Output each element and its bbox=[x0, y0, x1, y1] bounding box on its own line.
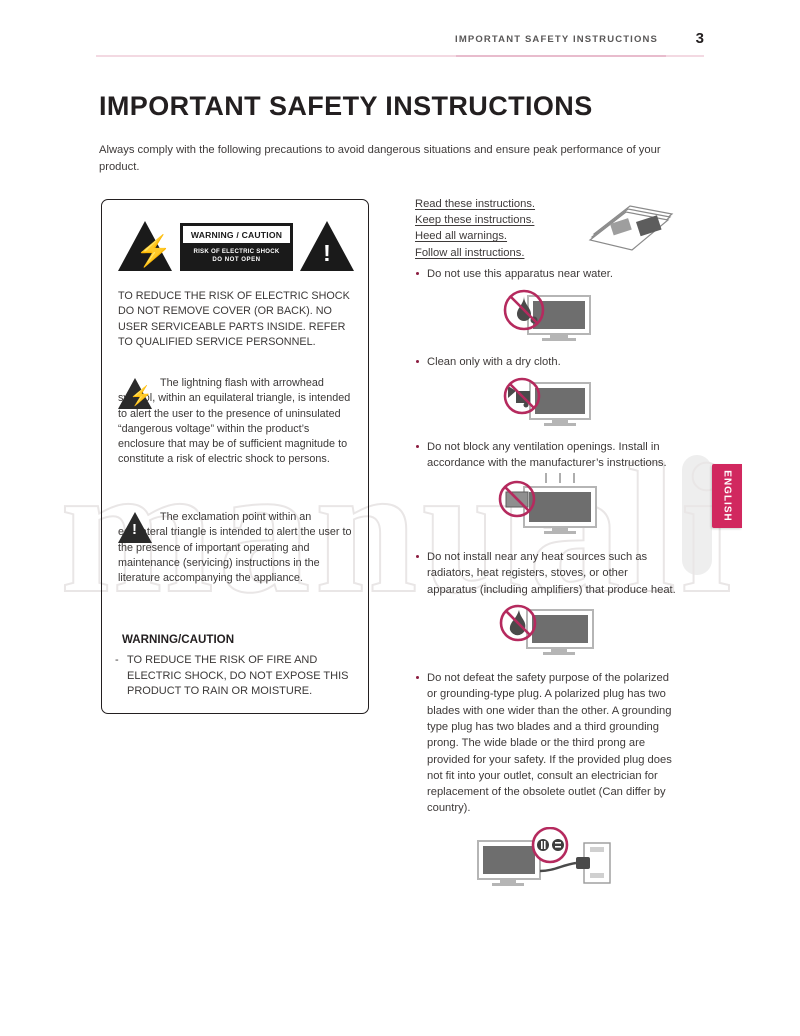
warning-caption-line2: DO NOT OPEN bbox=[212, 256, 261, 263]
no-water-tv-icon bbox=[503, 289, 591, 342]
warning-box: ⚡ WARNING / CAUTION RISK OF ELECTRIC SHO… bbox=[101, 199, 369, 714]
page-intro: Always comply with the following precaut… bbox=[99, 144, 661, 173]
mini-lightning-triangle-icon bbox=[118, 378, 152, 409]
warning-caption-line1: RISK OF ELECTRIC SHOCK bbox=[193, 248, 280, 255]
mini-lightning-bolt-icon: ⚡ bbox=[129, 386, 153, 407]
lightning-triangle-icon bbox=[118, 221, 172, 271]
bullet-no-water: Do not use this apparatus near water. bbox=[415, 266, 677, 282]
no-spray-tv-icon bbox=[503, 377, 591, 426]
language-tab-english[interactable]: ENGLISH bbox=[712, 464, 742, 528]
exclamation-explanation-text: The exclamation point within an equilate… bbox=[118, 511, 352, 585]
tab-shadow-decoration bbox=[682, 455, 712, 575]
figure-no-water bbox=[415, 282, 677, 344]
bullet-ventilation: Do not block any ventilation openings. I… bbox=[415, 439, 677, 472]
warning-caption-title: WARNING / CAUTION bbox=[183, 226, 290, 243]
list-item: Read these instructions. bbox=[415, 198, 536, 210]
warning-caption-box: WARNING / CAUTION RISK OF ELECTRIC SHOCK… bbox=[180, 223, 293, 271]
figure-no-block-vent bbox=[415, 471, 677, 537]
bullet-heat-sources: Do not install near any heat sources suc… bbox=[415, 549, 677, 598]
figure-tv-plug-outlet bbox=[415, 826, 677, 893]
bullet-dry-cloth: Clean only with a dry cloth. bbox=[415, 354, 677, 370]
lightning-explanation-block: ⚡ The lightning flash with arrowhead sym… bbox=[118, 376, 354, 468]
manual-booklet-icon bbox=[586, 200, 680, 258]
lightning-bolt-icon: ⚡ bbox=[135, 235, 173, 268]
warning-main-notice: TO REDUCE THE RISK OF ELECTRIC SHOCK DO … bbox=[118, 290, 350, 348]
no-heat-tv-icon bbox=[499, 604, 594, 656]
figure-no-heat bbox=[415, 598, 677, 658]
page-header: IMPORTANT SAFETY INSTRUCTIONS 3 bbox=[96, 30, 704, 60]
warning-caution-text: TO REDUCE THE RISK OF FIRE AND ELECTRIC … bbox=[127, 654, 349, 698]
instructions-list: Read these instructions. Keep these inst… bbox=[415, 196, 677, 261]
exclamation-mark-icon: ! bbox=[323, 240, 331, 266]
header-title: IMPORTANT SAFETY INSTRUCTIONS bbox=[455, 34, 658, 45]
header-page-number: 3 bbox=[695, 30, 704, 47]
exclamation-explanation-block: ! The exclamation point within an equila… bbox=[118, 510, 354, 586]
instructions-block: Read these instructions. Keep these inst… bbox=[415, 196, 677, 266]
page-title: IMPORTANT SAFETY INSTRUCTIONS bbox=[99, 91, 593, 121]
list-item: Heed all warnings. bbox=[415, 230, 508, 243]
right-column: Read these instructions. Keep these inst… bbox=[415, 196, 677, 893]
header-rule-accent bbox=[456, 55, 666, 57]
warning-caution-body: - TO REDUCE THE RISK OF FIRE AND ELECTRI… bbox=[115, 653, 355, 700]
tv-plug-outlet-icon bbox=[477, 826, 611, 886]
list-item: Follow all instructions. bbox=[415, 246, 525, 259]
warning-symbol-row: ⚡ WARNING / CAUTION RISK OF ELECTRIC SHO… bbox=[118, 221, 354, 279]
warning-caution-dash: - bbox=[115, 654, 119, 666]
bullet-polarized-plug: Do not defeat the safety purpose of the … bbox=[415, 670, 677, 817]
header-rule bbox=[96, 55, 704, 57]
mini-exclamation-triangle-icon bbox=[118, 512, 152, 543]
warning-caution-heading: WARNING/CAUTION bbox=[122, 633, 235, 646]
exclamation-triangle-icon bbox=[300, 221, 354, 271]
mini-exclamation-mark-icon: ! bbox=[132, 521, 137, 538]
figure-no-spray bbox=[415, 371, 677, 429]
lightning-explanation-text: The lightning flash with arrowhead symbo… bbox=[118, 377, 351, 466]
no-block-vent-tv-icon bbox=[498, 473, 597, 535]
language-tab-label: ENGLISH bbox=[721, 470, 733, 522]
list-item: Keep these instructions. bbox=[415, 214, 535, 227]
